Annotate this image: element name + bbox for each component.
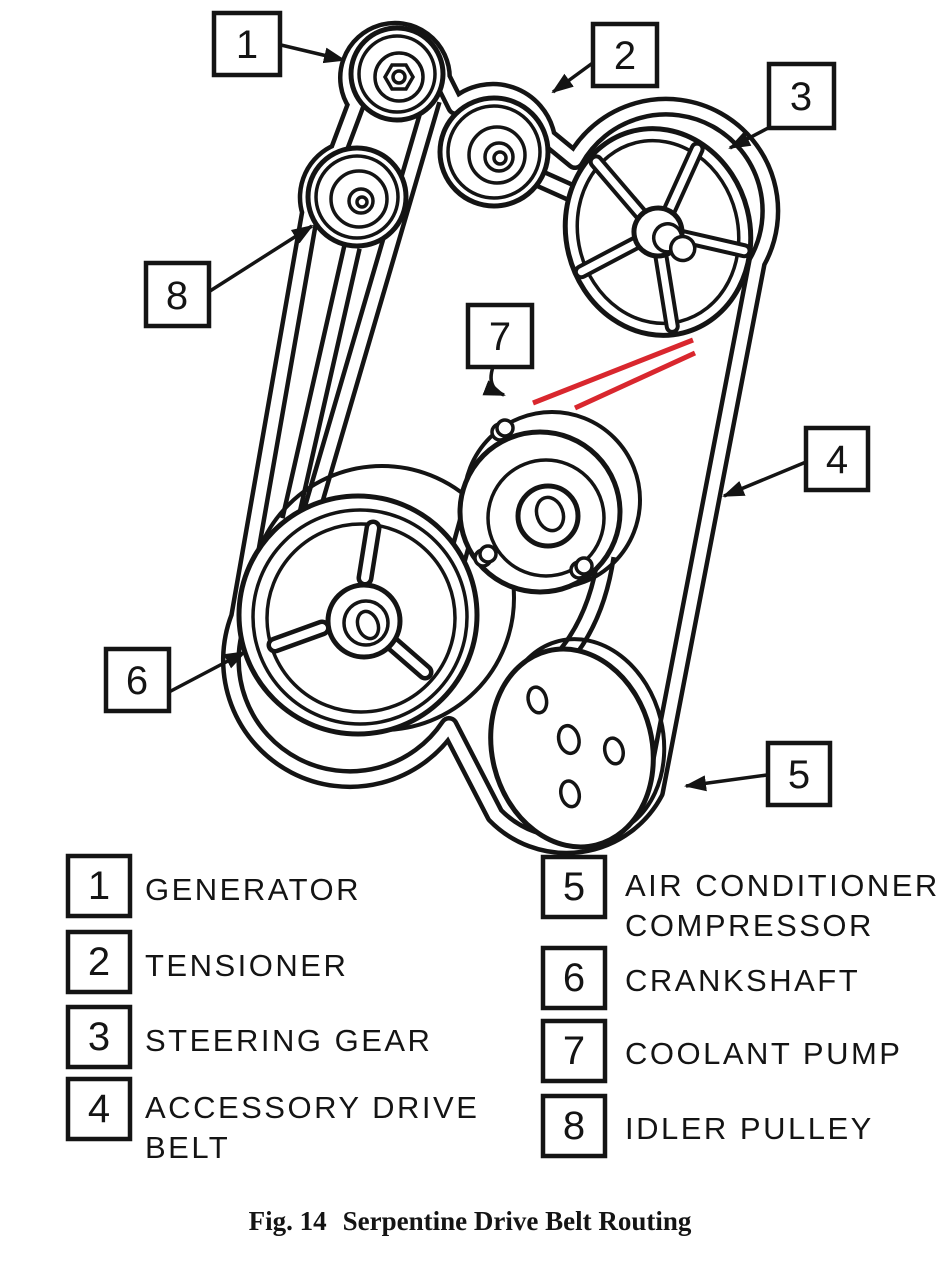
legend-7-num: 7 — [563, 1029, 585, 1073]
legend-5-num: 5 — [563, 865, 585, 909]
legend-1-label: GENERATOR — [145, 872, 361, 907]
ac-compressor-pulley — [488, 637, 667, 850]
legend-8-num: 8 — [563, 1104, 585, 1148]
legend-4-box — [65, 1076, 133, 1142]
legend-item-accessory-drive-belt: 4 ACCESSORY DRIVE BELT — [65, 1076, 479, 1165]
legend-6-box — [540, 945, 608, 1011]
callout-3-box — [766, 61, 837, 131]
callout-3-arrow — [728, 124, 773, 150]
legend-item-tensioner: 2 TENSIONER — [65, 929, 348, 995]
figure-number: Fig. 14 — [249, 1206, 327, 1236]
legend-2-label: TENSIONER — [145, 948, 348, 983]
figure-caption: Fig. 14 Serpentine Drive Belt Routing — [249, 1206, 692, 1236]
callout-6-box — [103, 646, 172, 714]
highlight-line-lower — [573, 350, 697, 411]
callout-1-arrow — [280, 43, 346, 64]
callout-2-arrow — [551, 60, 596, 94]
legend-item-crankshaft: 6 CRANKSHAFT — [540, 945, 860, 1011]
callout-3-label: 3 — [790, 75, 812, 119]
legend-3-num: 3 — [88, 1015, 110, 1059]
tensioner-pulley — [437, 95, 551, 209]
callout-7-box — [465, 302, 535, 370]
legend-right-column: 5 AIR CONDITIONER COMPRESSOR 6 CRANKSHAF… — [540, 854, 939, 1159]
crankshaft-pulley — [236, 464, 516, 737]
legend-4-label-line2: BELT — [145, 1130, 230, 1165]
steering-gear-spokes — [573, 141, 752, 334]
callout-7-label: 7 — [489, 315, 511, 359]
legend-7-label: COOLANT PUMP — [625, 1036, 902, 1071]
belt-span-highlight — [532, 337, 697, 411]
legend-7-box — [540, 1018, 608, 1084]
legend-2-num: 2 — [88, 940, 110, 984]
callout-7-arrow — [482, 366, 506, 397]
legend-8-box — [540, 1093, 608, 1159]
callout-4-label: 4 — [826, 438, 848, 482]
coolant-pump-bolts — [473, 418, 594, 580]
legend-1-num: 1 — [88, 864, 110, 908]
callout-5-label: 5 — [788, 753, 810, 797]
legend-item-coolant-pump: 7 COOLANT PUMP — [540, 1018, 902, 1084]
callout-4-box — [803, 425, 871, 493]
legend-5-label-line2: COMPRESSOR — [625, 908, 874, 943]
callout-4-arrow — [722, 460, 807, 498]
callout-6-label: 6 — [126, 659, 148, 703]
legend-6-num: 6 — [563, 956, 585, 1000]
callout-8-box — [143, 260, 212, 329]
highlight-line-upper — [532, 337, 694, 406]
legend-4-label: ACCESSORY DRIVE — [145, 1090, 479, 1125]
callout-arrows — [168, 43, 807, 792]
callout-2-label: 2 — [614, 34, 636, 78]
legend-item-idler-pulley: 8 IDLER PULLEY — [540, 1093, 874, 1159]
callout-1-box — [211, 10, 283, 78]
legend-5-label: AIR CONDITIONER — [625, 868, 939, 903]
legend-4-num: 4 — [88, 1087, 110, 1131]
legend-item-ac-compressor: 5 AIR CONDITIONER COMPRESSOR — [540, 854, 939, 943]
legend-6-label: CRANKSHAFT — [625, 963, 860, 998]
legend-8-label: IDLER PULLEY — [625, 1111, 874, 1146]
callout-1-label: 1 — [236, 23, 258, 67]
callout-2-box — [590, 21, 660, 89]
legend-3-box — [65, 1004, 133, 1070]
callout-8-arrow — [209, 224, 314, 293]
legend-left-column: 1 GENERATOR 2 TENSIONER 3 STEERING GEAR … — [65, 853, 479, 1165]
legend-5-box — [540, 854, 608, 920]
callout-boxes: 1 2 3 4 5 6 7 8 — [103, 10, 871, 808]
callout-6-arrow — [168, 650, 247, 694]
steering-gear-pulley — [562, 126, 754, 338]
coolant-pump-pulley — [457, 410, 642, 595]
figure-title: Serpentine Drive Belt Routing — [343, 1206, 692, 1236]
legend-3-label: STEERING GEAR — [145, 1023, 432, 1058]
legend-item-generator: 1 GENERATOR — [65, 853, 361, 919]
generator-pulley — [348, 25, 446, 123]
callout-5-box — [765, 740, 833, 808]
legend-2-box — [65, 929, 133, 995]
legend-1-box — [65, 853, 133, 919]
idler-pulley — [305, 145, 409, 249]
callout-5-arrow — [684, 773, 768, 792]
legend-item-steering-gear: 3 STEERING GEAR — [65, 1004, 432, 1070]
callout-8-label: 8 — [166, 274, 188, 318]
